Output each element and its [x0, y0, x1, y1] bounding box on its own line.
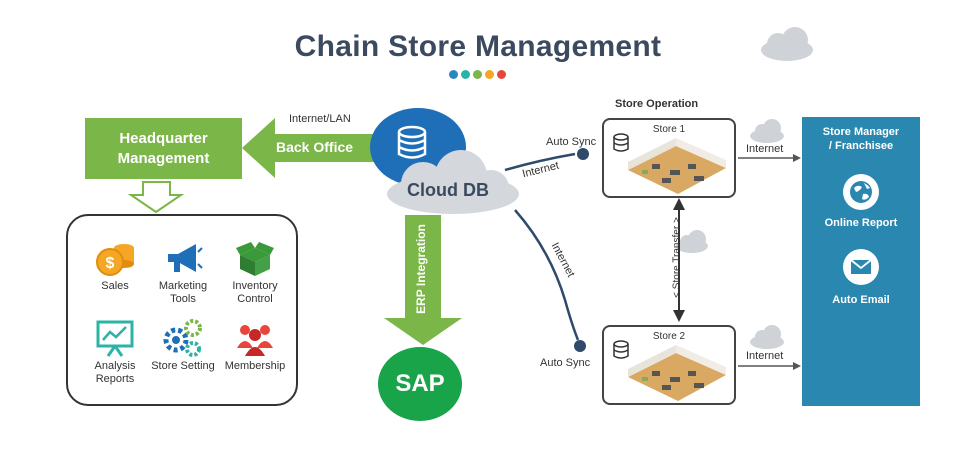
cloud-db-label: Cloud DB	[407, 180, 489, 200]
feature-sales: $ Sales	[80, 238, 150, 293]
arrow-head	[673, 198, 685, 210]
auto-sync-label-1: Auto Sync	[546, 136, 597, 148]
store-manager-panel: Store Manager / Franchisee Online Report…	[802, 117, 920, 406]
page-title: Chain Store Management	[294, 30, 662, 63]
email-icon	[843, 249, 879, 285]
cloud-icon	[676, 230, 708, 253]
coins-icon: $	[96, 244, 134, 276]
store-transfer-label: < Store Transfer >	[671, 217, 683, 298]
cloud-db-cloud	[387, 150, 519, 214]
database-icon	[613, 133, 629, 152]
feature-label: Membership	[224, 360, 286, 372]
boxes-icon	[236, 242, 274, 276]
title-dot	[473, 70, 482, 79]
cloud-icon	[750, 325, 784, 349]
store-2-card: Store 2	[602, 325, 736, 405]
internet-lan-label: Internet/LAN	[289, 113, 351, 125]
hq-line2: Management	[117, 149, 210, 167]
store-floorplan-illustration	[628, 138, 726, 194]
internet-label-store2-manager: Internet	[746, 350, 784, 362]
title-dot	[461, 70, 470, 79]
arrow-head	[673, 310, 685, 322]
database-icon	[613, 340, 629, 359]
title-dot	[449, 70, 458, 79]
auto-email-label: Auto Email	[832, 294, 890, 306]
feature-label: Sales	[101, 280, 129, 292]
megaphone-icon	[168, 244, 203, 272]
sync-line-store2	[514, 209, 580, 341]
feature-marketing: Marketing Tools	[148, 238, 218, 306]
sync-line-store1	[504, 152, 576, 172]
cloud-icon	[750, 119, 784, 143]
hq-line1: Headquarter	[119, 129, 208, 147]
globe-icon	[843, 174, 879, 210]
people-icon	[237, 325, 273, 356]
internet-label-store1-manager: Internet	[746, 143, 784, 155]
headquarter-management-box: Headquarter Management	[85, 118, 242, 179]
store-2-title: Store 2	[652, 331, 686, 342]
feature-analysis: Analysis Reports	[80, 318, 150, 386]
manager-title-line2: / Franchisee	[828, 140, 894, 152]
feature-label: Store Setting	[151, 360, 215, 372]
cloud-icon	[761, 27, 813, 61]
feature-inventory: Inventory Control	[220, 238, 290, 306]
back-office-arrow	[242, 118, 380, 178]
feature-store-setting: Store Setting	[148, 318, 218, 373]
store-1-title: Store 1	[652, 124, 686, 135]
erp-arrow	[384, 215, 462, 345]
store-1-card: Store 1	[602, 118, 736, 198]
gears-icon	[163, 319, 202, 357]
store-operation-title: Store Operation	[615, 98, 699, 110]
title-dot	[485, 70, 494, 79]
title-dot	[497, 70, 506, 79]
feature-label: Inventory Control	[232, 280, 278, 305]
feature-label: Analysis Reports	[94, 360, 136, 385]
sync-node	[574, 340, 586, 352]
sap-circle: SAP	[378, 347, 462, 421]
feature-membership: Membership	[220, 318, 290, 373]
database-icon	[397, 125, 427, 159]
feature-label: Marketing Tools	[158, 280, 208, 305]
online-report-label: Online Report	[824, 217, 898, 229]
feature-panel: $ Sales Marketing Tools Inventory Contro…	[66, 214, 298, 406]
svg-text:$: $	[106, 255, 115, 272]
erp-integration-label: ERP Integration	[414, 224, 428, 314]
manager-title-line1: Store Manager	[822, 126, 900, 138]
store-floorplan-illustration	[628, 345, 726, 401]
sync-node	[577, 148, 589, 160]
hq-down-arrow	[127, 181, 185, 214]
back-office-label: Back Office	[276, 139, 354, 155]
auto-sync-label-2: Auto Sync	[540, 357, 591, 369]
chart-board-icon	[96, 320, 134, 357]
arrow-head	[793, 154, 801, 162]
arrow-head	[793, 362, 801, 370]
